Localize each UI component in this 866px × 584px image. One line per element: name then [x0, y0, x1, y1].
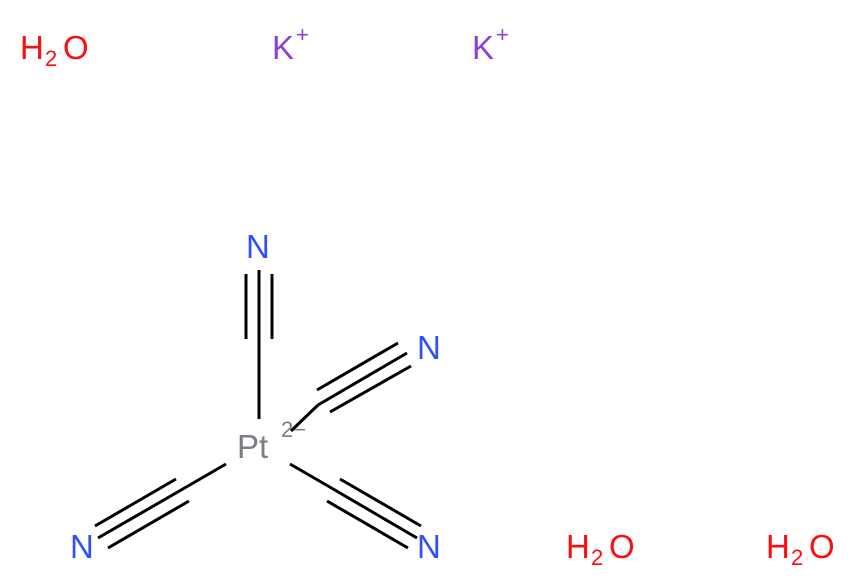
oxygen-label: O	[63, 29, 89, 66]
water-molecule-bottom-2: H 2 O	[766, 528, 835, 570]
oxygen-label: O	[809, 528, 835, 565]
triple-bond-lower-right	[326, 477, 422, 550]
platinum-charge: 2−	[281, 417, 306, 442]
platinum-center: Pt 2−	[237, 417, 306, 465]
hydrogen-label: H	[566, 528, 590, 565]
water-molecule-bottom-1: H 2 O	[566, 528, 635, 570]
hydrogen-count-subscript: 2	[591, 545, 603, 570]
nitrogen-upper-right: N	[417, 329, 441, 366]
triple-bond-lower-left	[94, 477, 190, 550]
hydrogen-count-subscript: 2	[45, 46, 57, 71]
potassium-symbol: K	[272, 29, 294, 66]
potassium-ion-2: K +	[472, 22, 509, 66]
platinum-symbol: Pt	[237, 428, 268, 465]
potassium-charge: +	[296, 22, 309, 47]
bond-pt-c-upper-right	[289, 403, 320, 433]
nitrogen-lower-left: N	[70, 528, 94, 565]
nitrogen-lower-right: N	[417, 528, 441, 565]
bond-pt-c-lower-left	[187, 462, 227, 488]
oxygen-label: O	[609, 528, 635, 565]
hydrogen-label: H	[766, 528, 790, 565]
nitrogen-top: N	[246, 228, 270, 265]
bonds	[94, 270, 422, 550]
potassium-symbol: K	[472, 29, 494, 66]
triple-bond-top	[244, 270, 274, 343]
water-molecule-top-left: H 2 O	[20, 29, 89, 71]
potassium-charge: +	[496, 22, 509, 47]
hydrogen-label: H	[20, 29, 44, 66]
triple-bond-upper-right	[316, 341, 412, 414]
hydrogen-count-subscript: 2	[791, 545, 803, 570]
potassium-ion-1: K +	[272, 22, 309, 66]
bond-pt-c-lower-right	[289, 462, 329, 488]
